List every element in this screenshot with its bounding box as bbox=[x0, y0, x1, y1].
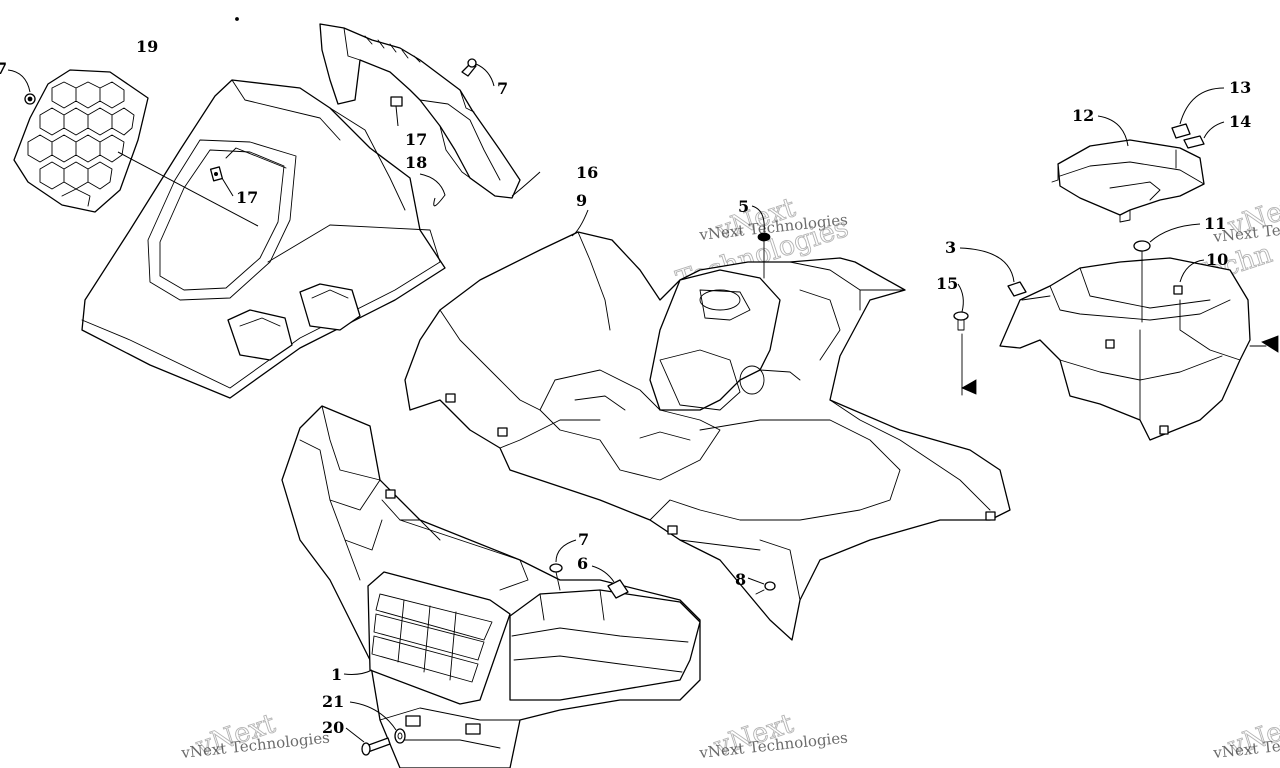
leader-line bbox=[959, 247, 1015, 283]
leader-line bbox=[1097, 115, 1129, 147]
part-18-front-cover bbox=[81, 79, 446, 399]
fastener-7-dash bbox=[461, 58, 495, 87]
watermark-bottom-center: vNext vNext Technologies bbox=[698, 708, 849, 764]
callout-7-dash: 7 bbox=[497, 79, 508, 98]
callout-12: 12 bbox=[1072, 106, 1094, 125]
leader-line bbox=[395, 105, 399, 127]
callout-5: 5 bbox=[738, 197, 749, 216]
leader-line bbox=[419, 173, 446, 207]
callout-15: 15 bbox=[936, 274, 958, 293]
part-1-front-bumper bbox=[281, 405, 701, 768]
callout-14: 14 bbox=[1229, 112, 1251, 131]
stray-dot bbox=[235, 17, 239, 21]
leader-line bbox=[7, 69, 31, 93]
fastener-3 bbox=[959, 247, 1027, 297]
callout-13: 13 bbox=[1229, 78, 1251, 97]
callout-10: 10 bbox=[1206, 250, 1228, 269]
fastener-14 bbox=[1183, 121, 1225, 149]
part-19-mesh-grille bbox=[13, 69, 149, 213]
callout-3: 3 bbox=[945, 238, 956, 257]
part-12-cover bbox=[1051, 115, 1205, 223]
fastener-13 bbox=[1171, 87, 1225, 139]
leader-line bbox=[345, 727, 365, 743]
leader-line bbox=[591, 565, 615, 583]
callout-20: 20 bbox=[322, 718, 344, 737]
leader-line bbox=[511, 171, 541, 197]
callout-11: 11 bbox=[1204, 214, 1226, 233]
callout-21: 21 bbox=[322, 692, 344, 711]
fastener-7-left bbox=[7, 69, 36, 105]
leader-line bbox=[343, 669, 373, 675]
callout-19: 19 bbox=[136, 37, 158, 56]
callout-6: 6 bbox=[577, 554, 588, 573]
callout-17-dash: 17 bbox=[405, 130, 427, 149]
fastener-7-bumper bbox=[549, 539, 577, 591]
fastener-11 bbox=[1133, 223, 1201, 323]
leader-line bbox=[747, 577, 765, 585]
callout-7-left: 7 bbox=[0, 59, 7, 78]
callout-7-bumper: 7 bbox=[578, 530, 589, 549]
leader-line bbox=[957, 283, 964, 313]
fastener-20-bolt bbox=[345, 727, 391, 756]
fastener-15 bbox=[953, 283, 977, 396]
leader-line bbox=[555, 539, 577, 563]
leader-line bbox=[349, 701, 397, 731]
leader-line bbox=[475, 63, 495, 87]
leader-line bbox=[1203, 121, 1225, 139]
part-10-storage-bin bbox=[999, 257, 1279, 441]
part-16-dash-piece bbox=[319, 23, 521, 199]
callout-17-cover: 17 bbox=[236, 188, 258, 207]
callout-9: 9 bbox=[576, 191, 587, 210]
callout-16: 16 bbox=[576, 163, 598, 182]
watermark-company-short: vNext Tec bbox=[1212, 736, 1280, 762]
fastener-5 bbox=[751, 205, 771, 279]
leader-line bbox=[1179, 87, 1225, 125]
callout-18: 18 bbox=[405, 153, 427, 172]
watermark-bottom-right: vNext vNext Tec bbox=[1212, 708, 1280, 764]
leader-line bbox=[117, 151, 259, 227]
leader-line bbox=[1149, 223, 1201, 243]
leader-line bbox=[751, 205, 765, 233]
fastener-8 bbox=[747, 577, 776, 595]
part-6-clip bbox=[591, 565, 629, 599]
part-9-front-fender bbox=[404, 231, 1011, 641]
leader-line bbox=[571, 209, 589, 237]
leader-line bbox=[1179, 259, 1205, 283]
callout-1: 1 bbox=[331, 665, 342, 684]
leader-line bbox=[221, 177, 234, 197]
watermark-bottom-left: vNext vNext Technologies bbox=[180, 708, 331, 764]
fastener-21-washer bbox=[349, 701, 406, 744]
callout-8: 8 bbox=[735, 570, 746, 589]
